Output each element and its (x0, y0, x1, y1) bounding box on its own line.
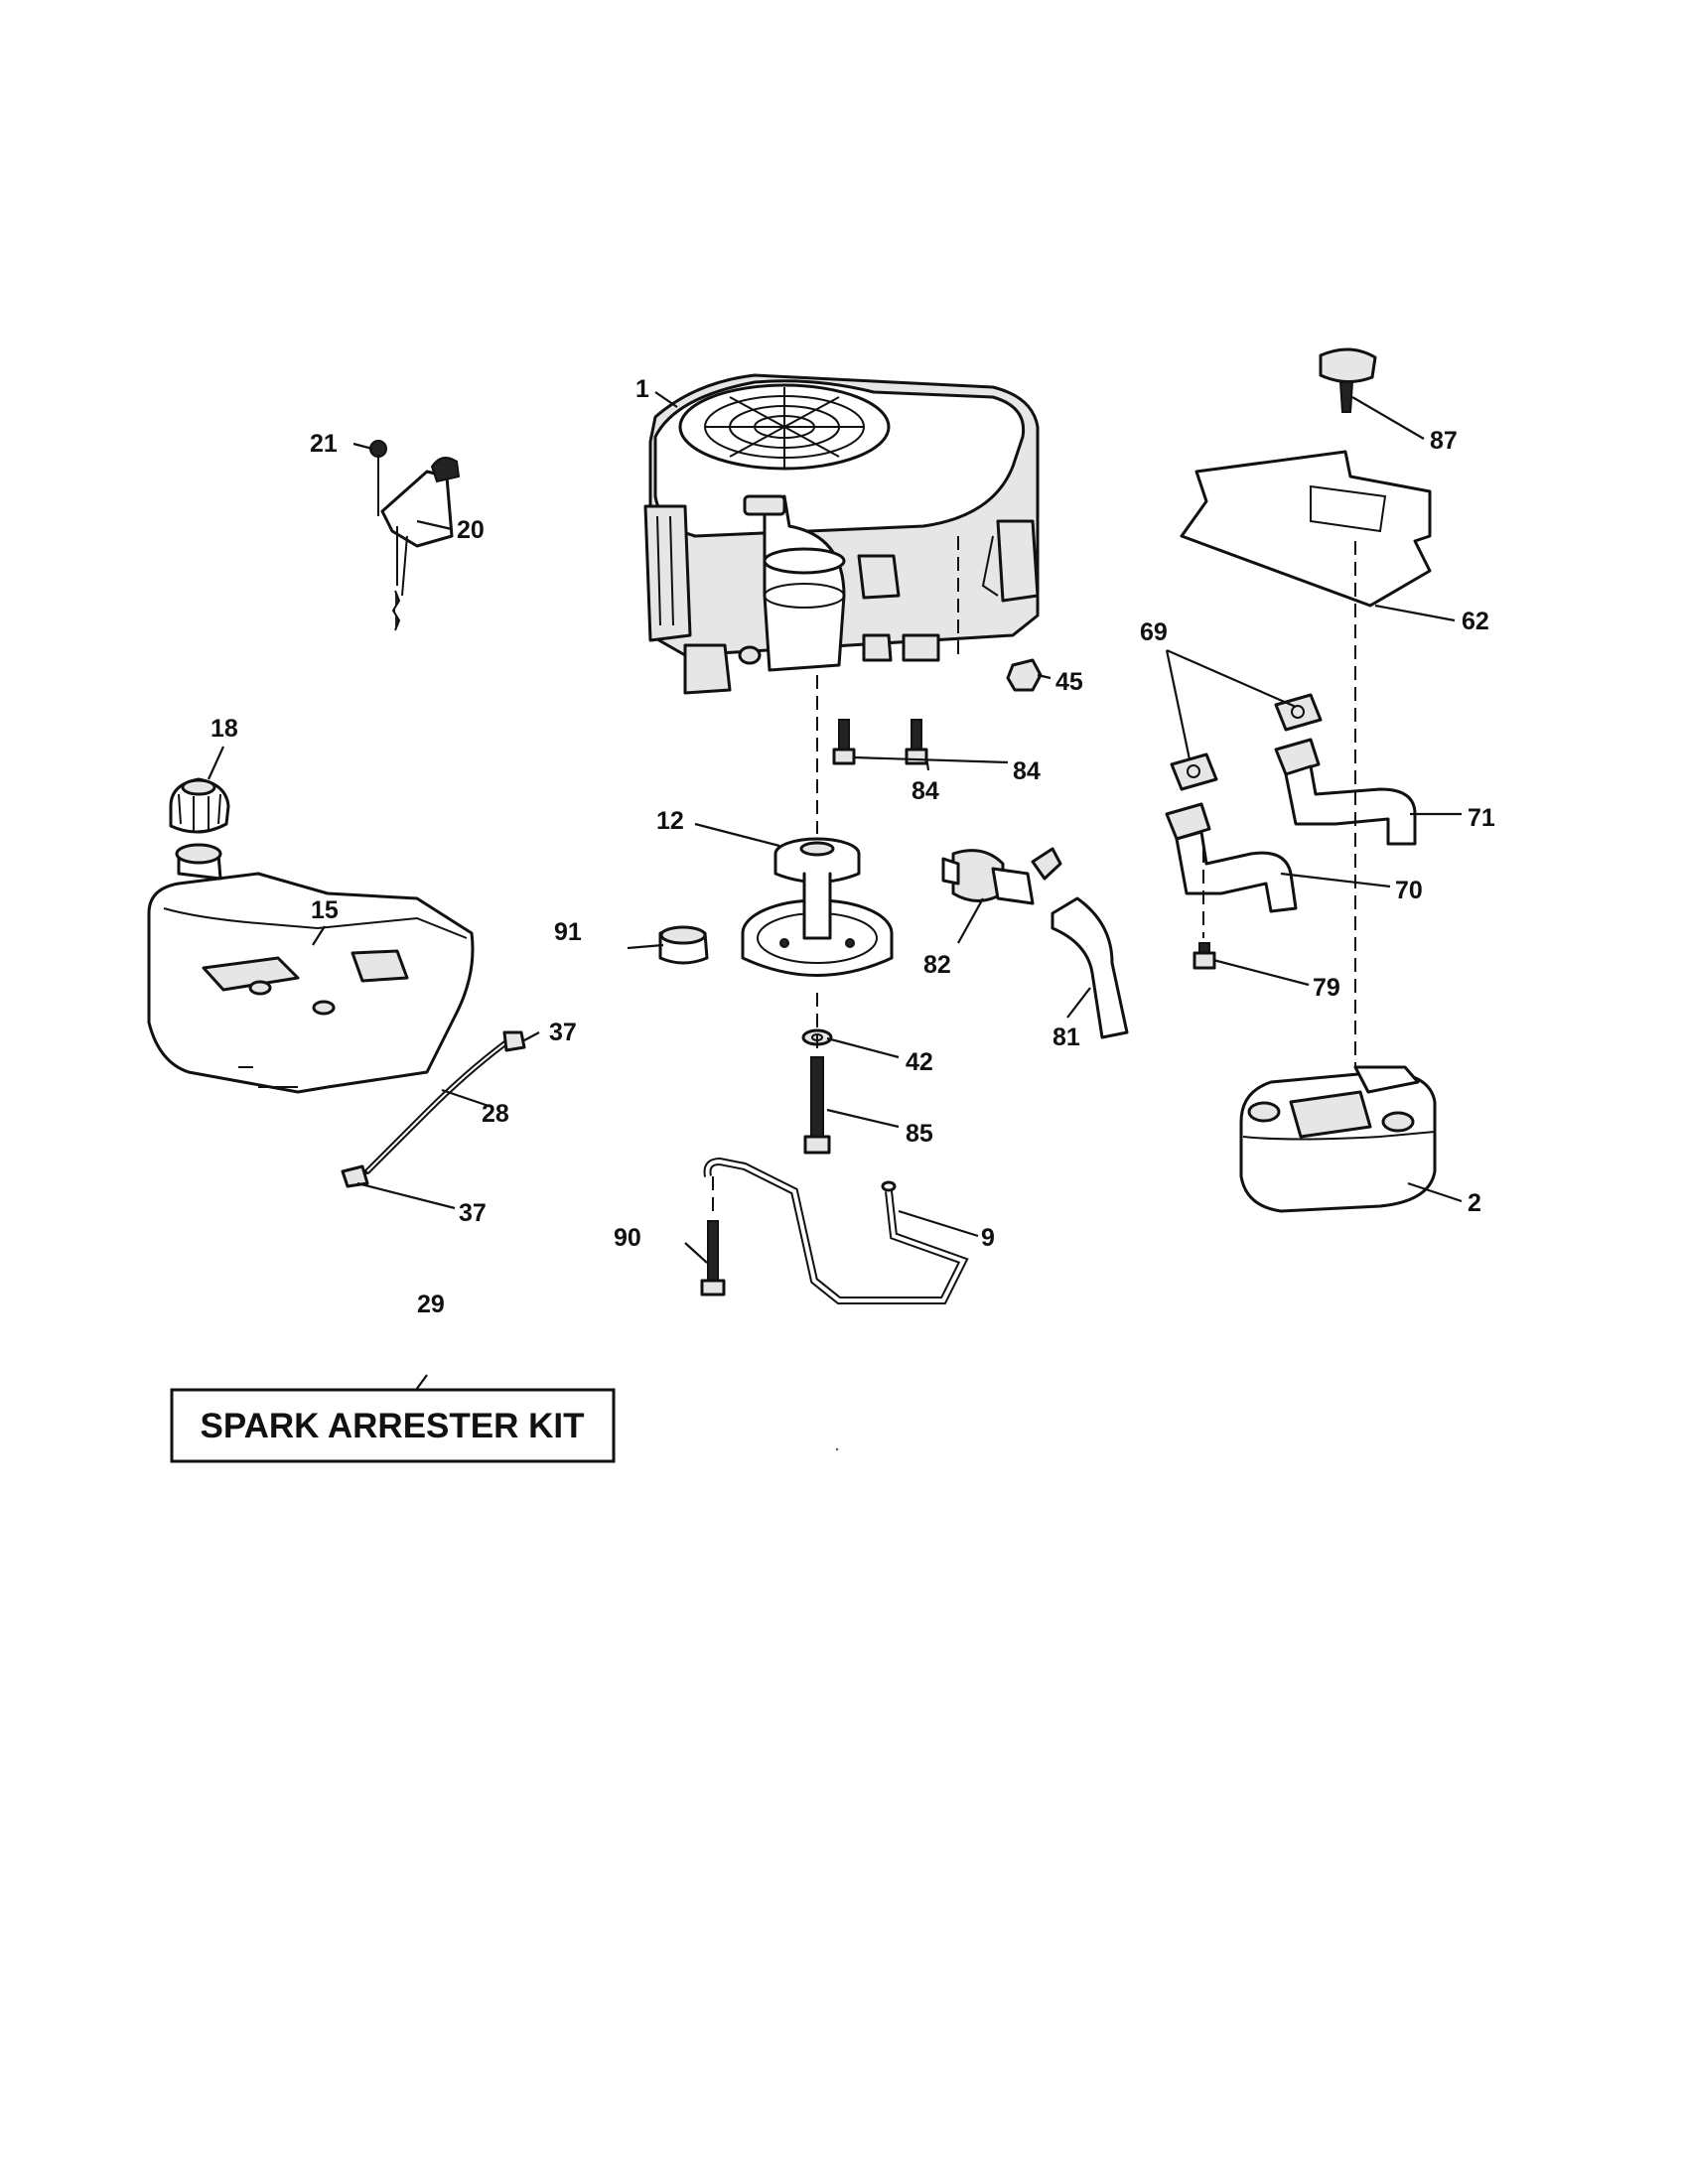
nut (1006, 658, 1043, 692)
screw-79 (1193, 849, 1216, 970)
callout-21: 21 (310, 430, 338, 458)
callout-84a: 84 (1013, 757, 1041, 785)
bolt-90 (700, 1176, 726, 1297)
callout-82: 82 (923, 951, 951, 979)
bracket-rod (703, 1157, 969, 1304)
engine (643, 373, 1040, 695)
callout-15: 15 (311, 896, 339, 924)
fuel-tank (147, 843, 475, 1094)
callout-79: 79 (1313, 974, 1340, 1002)
fuel-filter (941, 847, 1062, 905)
callout-12: 12 (656, 807, 684, 835)
pulley (741, 837, 894, 977)
callout-71: 71 (1468, 804, 1495, 832)
callout-70: 70 (1395, 877, 1423, 904)
callout-90: 90 (614, 1224, 641, 1252)
fuel-line (341, 1030, 526, 1188)
exhaust-pipe-71 (1274, 738, 1417, 846)
callout-28: 28 (482, 1100, 509, 1128)
heat-shield (1180, 450, 1432, 608)
callout-18: 18 (210, 715, 238, 743)
fuel-hose (1051, 896, 1129, 1039)
spark-arrester-kit-box: SPARK ARRESTER KIT (170, 1388, 616, 1463)
callout-20: 20 (457, 516, 485, 544)
callout-1: 1 (635, 375, 649, 403)
leader-lines (207, 391, 1463, 1428)
callout-45: 45 (1055, 668, 1083, 696)
callout-84b: 84 (912, 777, 939, 805)
knob (1319, 347, 1377, 413)
muffler (1239, 541, 1437, 1213)
callout-91: 91 (554, 918, 582, 946)
callout-62: 62 (1462, 608, 1489, 635)
spark-arrester-kit-label: SPARK ARRESTER KIT (201, 1407, 585, 1445)
callout-37b: 37 (459, 1199, 487, 1227)
bolts (801, 675, 928, 1155)
callouts: 1 2 9 12 15 18 20 21 28 29 37 37 42 45 6… (210, 375, 1495, 1318)
exhaust-pipe-70 (1165, 802, 1298, 913)
callout-87: 87 (1430, 427, 1458, 455)
callout-29: 29 (417, 1291, 445, 1318)
callout-2: 2 (1468, 1189, 1481, 1217)
callout-9: 9 (981, 1224, 995, 1252)
bushing (658, 925, 709, 965)
callout-81: 81 (1052, 1024, 1080, 1051)
callout-37a: 37 (549, 1019, 577, 1046)
dipstick-assembly (369, 440, 461, 631)
callout-85: 85 (906, 1120, 933, 1148)
callout-42: 42 (906, 1048, 933, 1076)
callout-69: 69 (1140, 618, 1168, 646)
fuel-cap (169, 777, 230, 834)
